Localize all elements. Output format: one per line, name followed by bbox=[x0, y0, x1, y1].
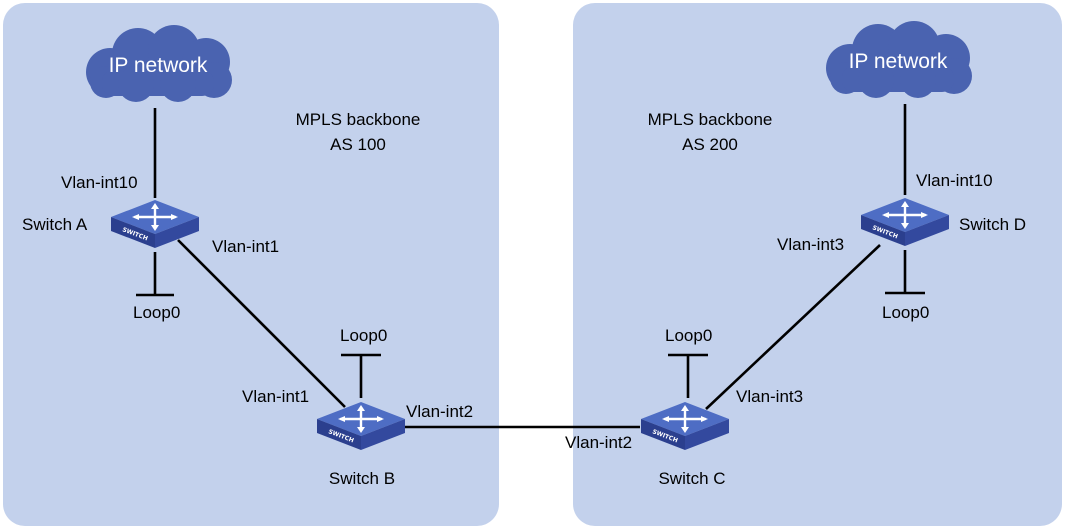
region-as100 bbox=[3, 3, 499, 526]
if-d-uplink: Vlan-int10 bbox=[916, 171, 993, 190]
if-d-to-c: Vlan-int3 bbox=[777, 235, 844, 254]
link-a-b bbox=[177, 239, 346, 408]
region-label-left-line2: AS 100 bbox=[330, 135, 386, 154]
if-c-to-b: Vlan-int2 bbox=[565, 433, 632, 452]
if-c-loop: Loop0 bbox=[665, 326, 712, 345]
region-label-left-line1: MPLS backbone bbox=[296, 110, 421, 129]
if-d-loop: Loop0 bbox=[882, 303, 929, 322]
region-label-right-line2: AS 200 bbox=[682, 135, 738, 154]
if-a-loop: Loop0 bbox=[133, 303, 180, 322]
if-a-to-b: Vlan-int1 bbox=[212, 237, 279, 256]
if-b-loop: Loop0 bbox=[340, 326, 387, 345]
switch-a-name: Switch A bbox=[22, 215, 88, 234]
if-a-uplink: Vlan-int10 bbox=[61, 173, 138, 192]
switch-b-name: Switch B bbox=[329, 469, 395, 488]
links bbox=[136, 104, 925, 429]
if-b-to-a: Vlan-int1 bbox=[242, 387, 309, 406]
cloud-label-left: IP network bbox=[109, 54, 208, 77]
region-label-right-line1: MPLS backbone bbox=[648, 110, 773, 129]
region-as200 bbox=[573, 3, 1062, 526]
switch-d-name: Switch D bbox=[959, 215, 1026, 234]
switch-c-name: Switch C bbox=[658, 469, 725, 488]
if-c-to-d: Vlan-int3 bbox=[736, 387, 803, 406]
cloud-label-right: IP network bbox=[849, 50, 948, 73]
if-b-to-c: Vlan-int2 bbox=[406, 402, 473, 421]
link-c-d bbox=[705, 244, 881, 410]
